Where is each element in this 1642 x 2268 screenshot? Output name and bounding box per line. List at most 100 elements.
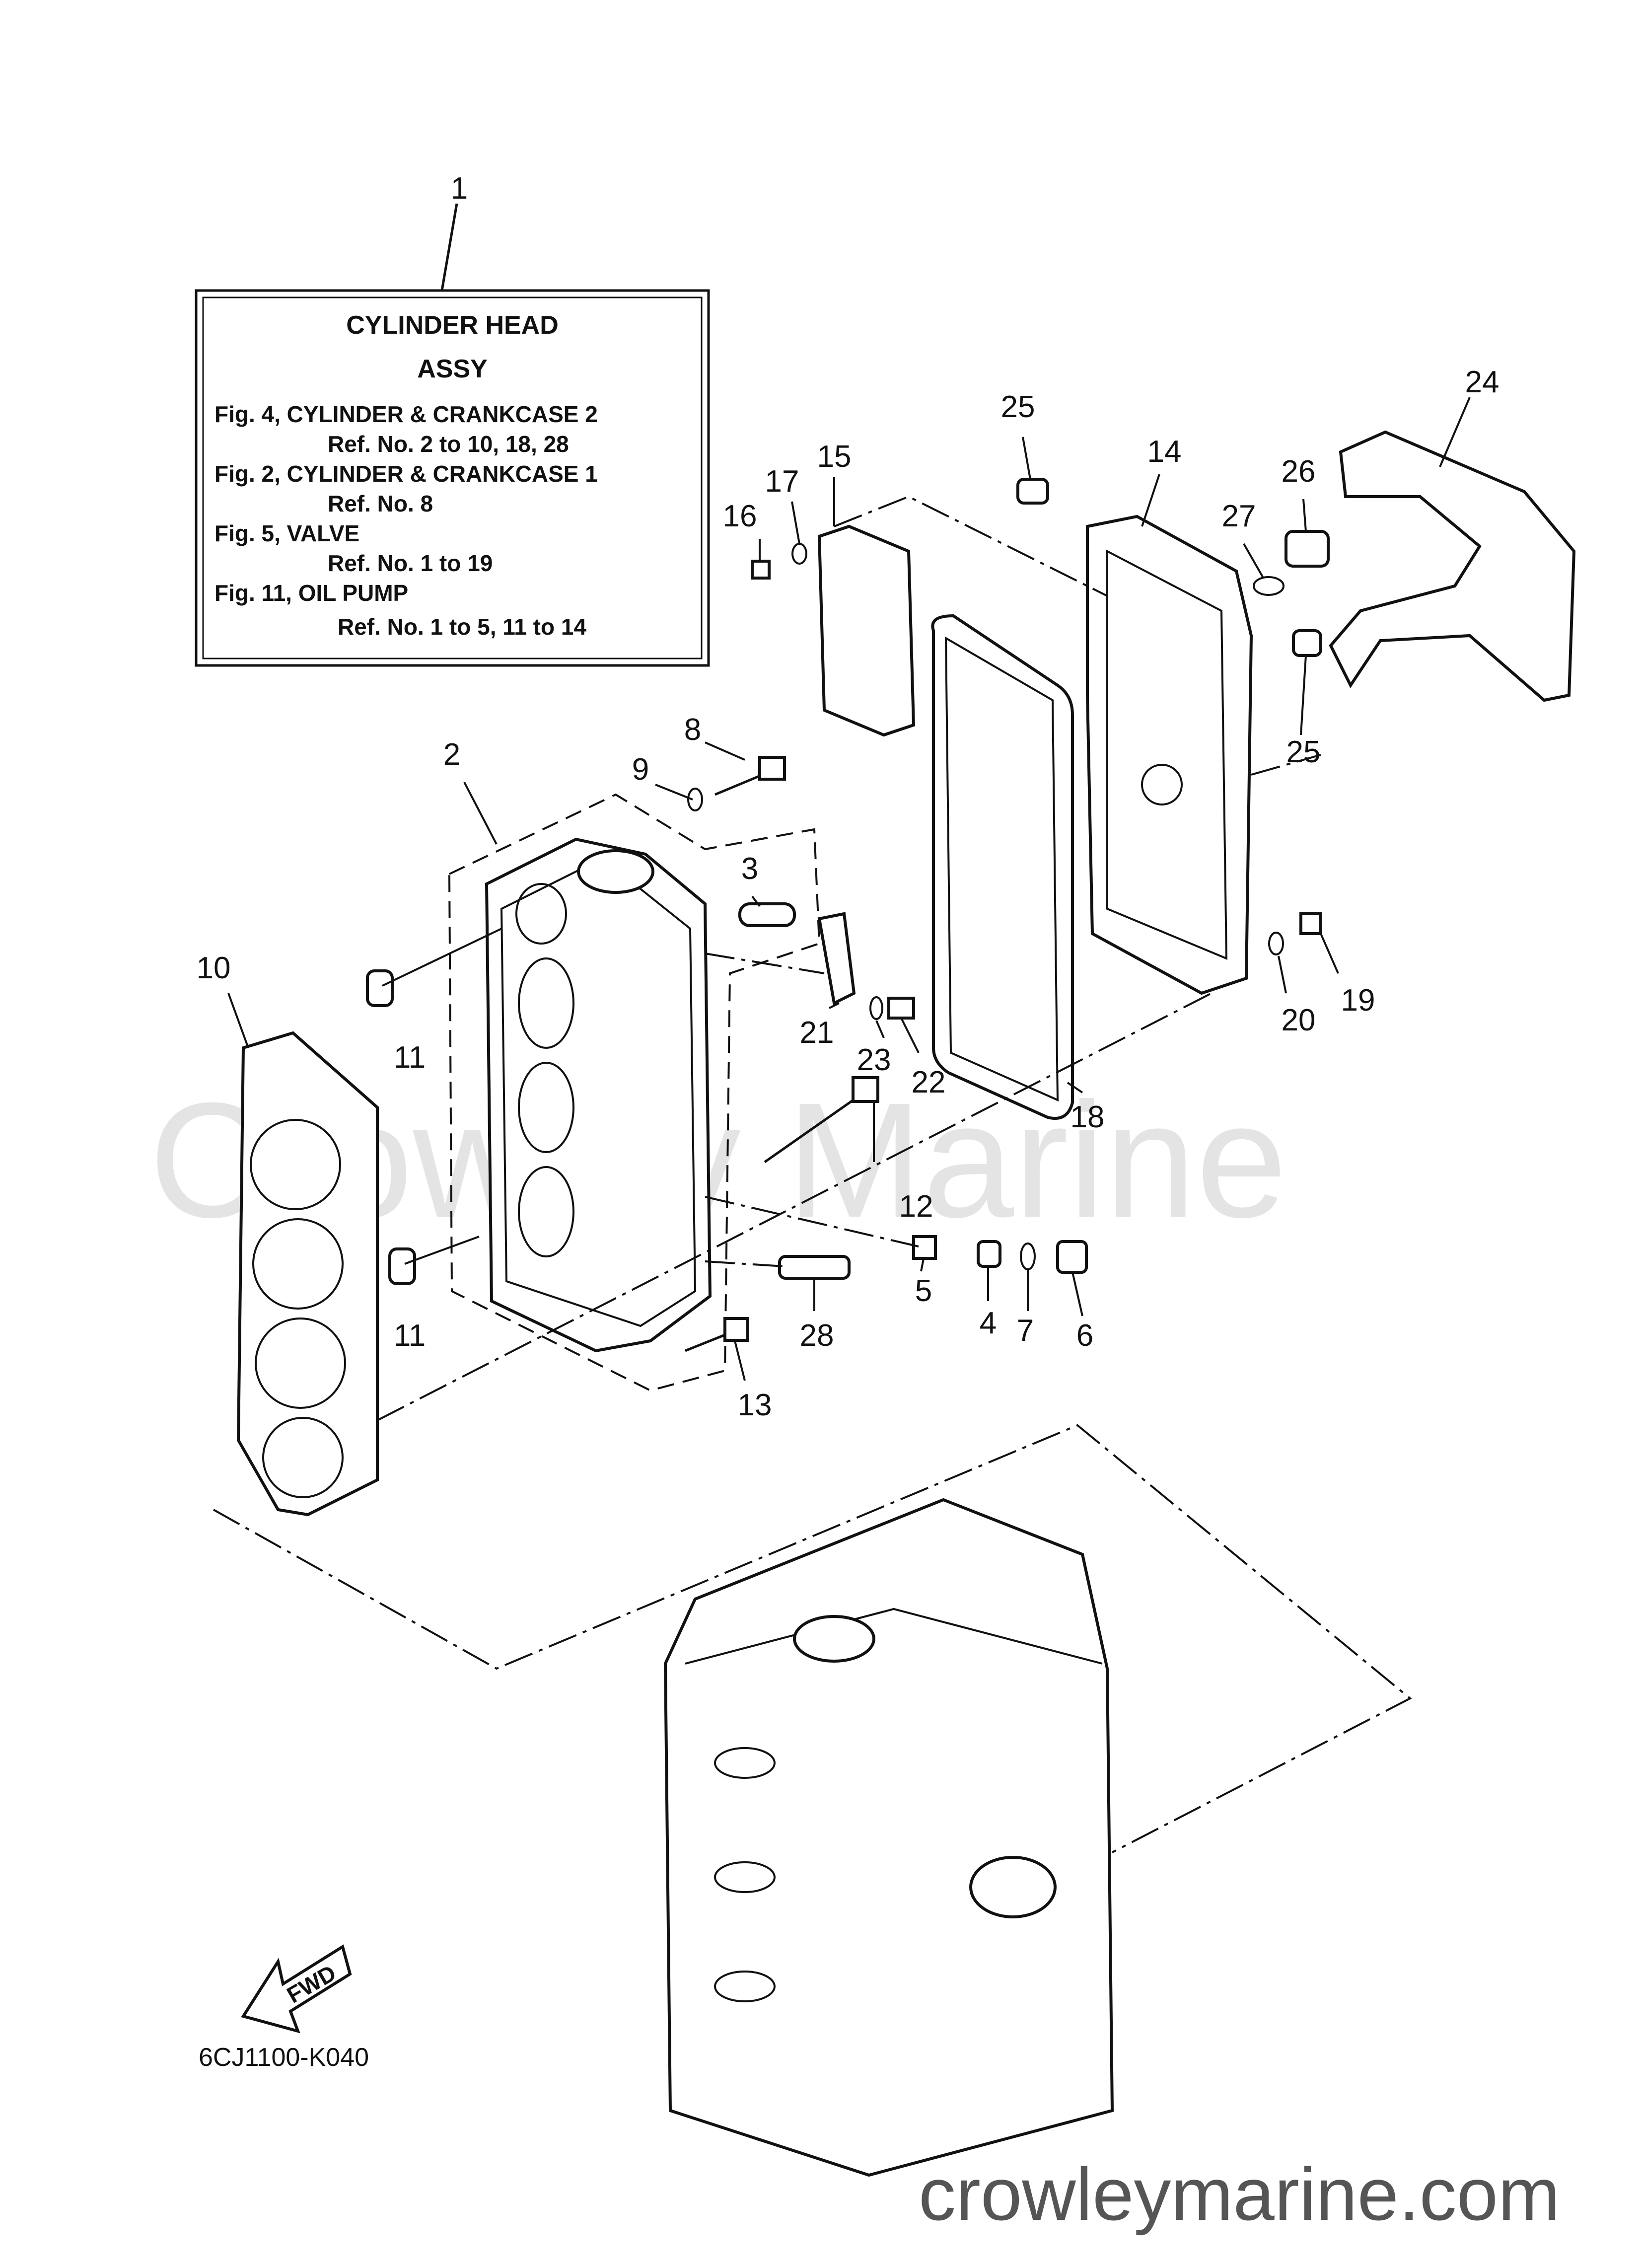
leader: [900, 1018, 920, 1053]
cylinder-head-assy-box: CYLINDER HEAD ASSY Fig. 4, CYLINDER & CR…: [195, 203, 710, 667]
callout-8: 8: [684, 713, 701, 747]
callout-23: 23: [857, 1043, 891, 1077]
assembly-line: [705, 1196, 919, 1247]
callout-6: 6: [1076, 1318, 1093, 1353]
block-port: [714, 1747, 776, 1779]
assy-box-line: Ref. No. 8: [328, 491, 433, 516]
leader: [1067, 1082, 1083, 1094]
combustion-chamber: [518, 1166, 574, 1257]
assy-box-line: Ref. No. 1 to 19: [328, 550, 493, 576]
callout-13: 13: [738, 1388, 772, 1422]
block-port: [714, 1861, 776, 1893]
callout-12: 12: [899, 1189, 933, 1224]
o-ring-27: [1253, 576, 1285, 596]
assy-box-line: Ref. No. 2 to 10, 18, 28: [328, 431, 569, 457]
callout-11: 11: [394, 1040, 426, 1075]
leader: [1071, 1272, 1083, 1317]
gasket-bore: [262, 1417, 344, 1498]
bolt-22: [887, 997, 915, 1020]
oil-filter-boss: [969, 1856, 1057, 1918]
callout-11b: 11: [394, 1318, 426, 1353]
gasket-bore: [250, 1119, 341, 1210]
callout-4: 4: [980, 1306, 997, 1340]
gasket-bore: [255, 1317, 346, 1409]
exhaust-cover-inner: [1106, 549, 1228, 960]
callout-17: 17: [765, 464, 799, 499]
bolt-19: [1299, 912, 1322, 935]
cylinder-block: [663, 1498, 1114, 2177]
bolt-12-head: [852, 1076, 879, 1103]
dowel-pin: [366, 969, 394, 1007]
washer-9: [687, 788, 703, 811]
leader: [751, 895, 761, 907]
leader: [1320, 933, 1339, 974]
gasket-18: [931, 614, 1074, 1120]
leader: [1302, 499, 1307, 532]
leader: [1022, 437, 1031, 480]
bolt-13-head: [723, 1317, 749, 1342]
leader: [1278, 955, 1287, 994]
assembly-line: [1251, 754, 1321, 776]
assy-box-line: Ref. No. 1 to 5, 11 to 14: [338, 614, 586, 640]
callout-7: 7: [1017, 1314, 1034, 1348]
callout-25b: 25: [1286, 735, 1321, 769]
assy-box-subtitle: ASSY: [417, 355, 488, 383]
assy-box-line: Fig. 11, OIL PUMP: [214, 580, 408, 606]
cover-plate-15: [817, 524, 916, 737]
bolt-12-shaft: [764, 1091, 865, 1164]
assy-box-line: Fig. 2, CYLINDER & CRANKCASE 1: [214, 461, 598, 487]
plug-25: [1016, 478, 1049, 505]
leader: [920, 1258, 925, 1272]
assembly-line: [213, 1424, 1412, 1853]
assy-box-outer: [195, 289, 710, 667]
callout-14: 14: [1147, 435, 1182, 469]
leader: [1439, 397, 1471, 467]
callout-26: 26: [1282, 454, 1316, 489]
callout-22: 22: [912, 1065, 946, 1099]
leader: [705, 741, 745, 761]
exhaust-cover-14: [1086, 514, 1253, 995]
thermostat-port: [577, 849, 654, 894]
callout-numbers: 1 2 3 4 5 6 7 8 9 10 11 11 12 13 14 15 1…: [197, 171, 1499, 1422]
callout-25: 25: [1001, 390, 1035, 424]
combustion-chamber: [518, 957, 574, 1049]
assy-box-title: CYLINDER HEAD: [346, 311, 559, 340]
cylinder-head: [448, 793, 821, 1392]
sensor-4: [977, 1240, 1001, 1268]
leader: [227, 993, 249, 1048]
anode-3: [738, 902, 796, 927]
leader: [791, 501, 800, 544]
callout-19: 19: [1341, 983, 1375, 1018]
callout-2: 2: [443, 737, 460, 772]
plug-6: [1056, 1240, 1088, 1274]
assy-box-line: Fig. 4, CYLINDER & CRANKCASE 2: [214, 401, 598, 427]
callout-5: 5: [915, 1274, 932, 1308]
callout-27: 27: [1222, 499, 1256, 533]
cover-21: [817, 912, 856, 1006]
fwd-arrow-icon: FWD: [241, 1944, 352, 2034]
callout-1: 1: [451, 171, 468, 206]
leader-lines: [227, 397, 1471, 1381]
leader: [404, 1236, 480, 1265]
washer-20: [1268, 932, 1284, 955]
oil-fill-cap-26: [1285, 530, 1330, 568]
washer-23: [869, 996, 883, 1020]
assembly-line: [705, 1260, 785, 1267]
leader: [1300, 655, 1307, 735]
cylinder-head-body: [485, 837, 712, 1353]
callout-3: 3: [741, 852, 758, 886]
assy-box-line: Fig. 5, VALVE: [214, 520, 359, 546]
gasket-bore: [252, 1218, 344, 1310]
block-top-edge: [685, 1608, 1103, 1665]
callout-9: 9: [632, 752, 649, 787]
callout-18: 18: [1071, 1100, 1105, 1134]
leader: [655, 784, 693, 801]
leader-line-1: [440, 203, 458, 291]
combustion-chamber: [515, 883, 567, 945]
callout-21: 21: [800, 1016, 834, 1050]
assy-box-inner: [202, 296, 703, 659]
bracket-24: [1329, 430, 1576, 702]
head-gasket: [236, 1031, 379, 1517]
cover-port: [1141, 764, 1183, 805]
